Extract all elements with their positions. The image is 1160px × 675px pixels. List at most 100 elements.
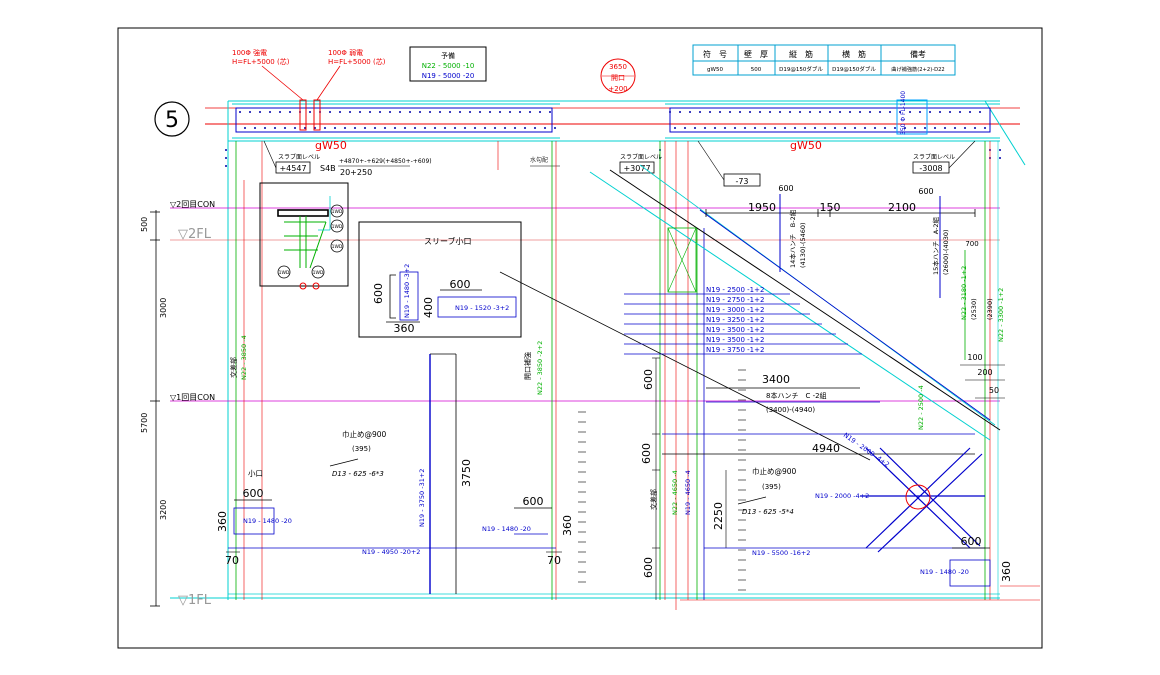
sleeve-title: スリーブ小口 xyxy=(424,236,472,246)
wall-dot xyxy=(789,111,791,113)
cross-1: 交差部 xyxy=(229,357,238,378)
dim-600f: 600 xyxy=(640,443,653,464)
hanch15-val: (2600)-(4030) xyxy=(942,229,950,275)
wall-dot xyxy=(479,111,481,113)
wall-dot xyxy=(394,127,396,129)
wall-dot xyxy=(434,127,436,129)
wall-dot xyxy=(339,111,341,113)
rebar-3250: N19 - 3250 -1+2 xyxy=(706,316,764,324)
power-strong-2: H=FL+5000 (芯) xyxy=(232,57,290,66)
rebar-3500b: N19 - 3500 -1+2 xyxy=(706,336,764,344)
top-dims xyxy=(705,209,976,217)
wall-dot xyxy=(244,127,246,129)
wall-dot xyxy=(279,111,281,113)
wall-dot xyxy=(539,111,541,113)
wall-dot xyxy=(709,111,711,113)
wall-dot xyxy=(909,111,911,113)
n22-4650: N22 - 4650 -4 xyxy=(671,470,679,515)
wall-dot xyxy=(364,127,366,129)
wall-dot xyxy=(294,127,296,129)
opening-circle xyxy=(600,58,636,94)
left-dim-line xyxy=(150,210,160,607)
bolt-icon xyxy=(330,204,344,218)
wall-dot xyxy=(769,111,771,113)
hanch8-val: (3400)-(4940) xyxy=(766,406,815,414)
bolt-icon xyxy=(330,239,344,253)
slab-left-label: スラブ面レベル xyxy=(278,153,320,161)
wall-dot xyxy=(804,127,806,129)
small-opening: 小口 xyxy=(248,469,263,478)
grid-label: 5 xyxy=(165,108,179,133)
cross-circle xyxy=(905,484,931,510)
wall-dot xyxy=(369,111,371,113)
n19-1480a: N19 - 1480 -20 xyxy=(243,517,292,525)
dim-600d: 600 xyxy=(523,495,544,508)
wall-dot xyxy=(424,127,426,129)
bolt-label: 1WD xyxy=(332,244,343,250)
wall-dot xyxy=(529,111,531,113)
wall-dot xyxy=(689,111,691,113)
wall-dot xyxy=(954,127,956,129)
slab-right-val: -3008 xyxy=(919,164,942,173)
wall-dot xyxy=(444,127,446,129)
sleeve-vert: N19 - 1480 -3+2 xyxy=(403,264,411,318)
slab-right-label: スラブ面レベル xyxy=(913,153,955,161)
fl2-label: ▽2FL xyxy=(178,227,212,242)
wall-dot xyxy=(334,127,336,129)
stop-2-val: (395) xyxy=(762,483,781,491)
wall-dot xyxy=(449,111,451,113)
opening-top: 3650 xyxy=(609,63,627,71)
dim-3200: 3200 xyxy=(159,500,168,520)
wall-dot xyxy=(809,111,811,113)
wall-dot xyxy=(225,149,227,151)
dim-360b: 360 xyxy=(561,515,574,536)
s4b-calc: +4870+-+629(+4850+-+609) xyxy=(339,158,432,165)
table-c3: D19@150ダブル xyxy=(832,65,876,73)
stop-1-val: (395) xyxy=(352,445,371,453)
wall-dot xyxy=(694,127,696,129)
table-h4: 備考 xyxy=(910,49,926,59)
wall-dot xyxy=(249,111,251,113)
wall-dot xyxy=(834,127,836,129)
rebar-2500: N19 - 2500 -1+2 xyxy=(706,286,764,294)
opening-reinf: 開口補強 xyxy=(523,352,532,380)
bolt-icon xyxy=(311,265,325,279)
n19-vert: N19 - 3750 -31+2 xyxy=(418,469,426,527)
spare-box xyxy=(409,46,487,82)
dim-200: 200 xyxy=(977,368,992,377)
wall-dot xyxy=(274,127,276,129)
wall-dot xyxy=(534,127,536,129)
wall-dot xyxy=(329,111,331,113)
wall-dot xyxy=(269,111,271,113)
dim-3750: 3750 xyxy=(460,459,473,487)
rebar-3500: N19 - 3500 -1+2 xyxy=(706,326,764,334)
wall-inner-right xyxy=(669,107,991,133)
table-c0: gW50 xyxy=(707,67,723,73)
wall-dot xyxy=(774,127,776,129)
wall-dot xyxy=(884,127,886,129)
n19-1480b: N19 - 1480 -20 xyxy=(482,525,531,533)
wall-dot xyxy=(979,111,981,113)
wall-dot xyxy=(264,127,266,129)
wall-dot xyxy=(225,165,227,167)
wall-dot xyxy=(384,127,386,129)
wall-dot xyxy=(899,111,901,113)
sleeve-h400: 400 xyxy=(422,297,435,318)
stop-1-d13: D13 - 625 -6*3 xyxy=(332,470,384,478)
wall-label-right: gW50 xyxy=(790,139,822,152)
hanch15: 15本ハンチ A-2組 xyxy=(931,216,940,275)
wall-dot xyxy=(759,111,761,113)
power-strong-1: 100Φ 強電 xyxy=(232,49,267,57)
wall-dot xyxy=(724,127,726,129)
n22-3300: N22 - 3300 -1+2 xyxy=(997,288,1005,342)
wall-dot xyxy=(959,111,961,113)
wall-dot xyxy=(359,111,361,113)
wall-dot xyxy=(429,111,431,113)
wall-dot xyxy=(519,111,521,113)
rebar-3750: N19 - 3750 -1+2 xyxy=(706,346,764,354)
wall-dot xyxy=(849,111,851,113)
opening-bottom: +200 xyxy=(608,85,627,93)
wall-dot xyxy=(674,127,676,129)
n19-4650: N19 - 4650 -4 xyxy=(684,470,692,515)
wall-dot xyxy=(464,127,466,129)
